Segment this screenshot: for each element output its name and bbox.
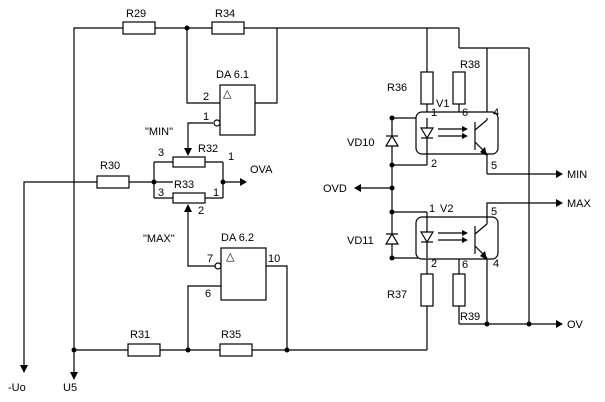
- pin-v2-5: 5: [491, 206, 497, 218]
- label-r36: R36: [387, 82, 407, 94]
- resistors: [96, 21, 466, 357]
- pin-da61-1: 1: [203, 111, 209, 123]
- label-r33: R33: [174, 179, 194, 191]
- component-labels: R29 R34 R30 R31 R35 R32 R33 R36 R37 R38 …: [100, 8, 480, 341]
- pin-r33-3: 3: [158, 187, 164, 199]
- resistor-r38: [452, 71, 466, 105]
- label-vd11: VD11: [347, 235, 374, 247]
- pin-v1-2: 2: [431, 158, 437, 170]
- label-r35: R35: [221, 329, 241, 341]
- label-r38: R38: [460, 59, 480, 71]
- signal-max-ctrl: "MAX": [143, 233, 175, 245]
- resistor-r32: [172, 156, 206, 168]
- label-r29: R29: [126, 8, 146, 20]
- label-v2: V2: [440, 203, 453, 215]
- min-arrow: [556, 170, 563, 178]
- pin-da62-10: 10: [268, 253, 280, 265]
- pin-v1-6: 6: [462, 107, 468, 119]
- u5-arrow: [70, 372, 78, 380]
- optocoupler-v1: [415, 111, 499, 165]
- label-r32: R32: [198, 143, 218, 155]
- resistor-r34: [211, 21, 245, 35]
- label-da62: DA 6.2: [221, 232, 254, 244]
- max-arrow: [556, 199, 563, 207]
- junctions: [71, 25, 532, 353]
- signal-min: MIN: [567, 169, 587, 181]
- pin-r33-2: 2: [198, 205, 204, 217]
- r32-wiper-arrow: [184, 148, 192, 156]
- pin-v2-6: 6: [462, 259, 468, 271]
- pin-r33-1: 1: [213, 187, 219, 199]
- resistor-r39: [452, 273, 466, 307]
- label-v1: V1: [436, 98, 449, 110]
- pin-r32-1: 1: [228, 151, 234, 163]
- label-r37: R37: [387, 289, 407, 301]
- pin-v2-1: 1: [429, 203, 435, 215]
- label-r31: R31: [130, 329, 150, 341]
- opamp-symbol-da62: △: [226, 251, 235, 263]
- resistor-r33: [172, 192, 206, 204]
- pin-v2-4: 4: [493, 258, 499, 270]
- diode-vd11: [384, 232, 400, 245]
- label-r39: R39: [460, 311, 480, 323]
- resistor-r29: [122, 21, 156, 35]
- resistor-r37: [420, 273, 434, 307]
- pin-v1-5: 5: [491, 160, 497, 172]
- pin-da62-7: 7: [207, 253, 213, 265]
- diode-vd10: [384, 134, 400, 147]
- pin-r32-3: 3: [158, 147, 164, 159]
- ov-arrow: [556, 320, 563, 328]
- pin-da61-2: 2: [203, 91, 209, 103]
- signal-ov: OV: [567, 319, 584, 331]
- signal-u5: U5: [63, 382, 77, 394]
- opamp-da62: [214, 247, 267, 301]
- pin-da62-6: 6: [205, 288, 211, 300]
- signal-ovd: OVD: [323, 183, 347, 195]
- ova-arrow: [240, 178, 247, 186]
- uo-arrow: [20, 365, 28, 373]
- resistor-r30: [96, 175, 130, 189]
- opamp-symbol-da61: △: [223, 88, 232, 100]
- optocoupler-v2: [415, 212, 499, 260]
- label-r34: R34: [215, 8, 235, 20]
- signal-min-ctrl: "MIN": [145, 126, 173, 138]
- pin-v2-2: 2: [431, 258, 437, 270]
- label-vd10: VD10: [347, 137, 375, 149]
- signal-labels: "MIN" "MAX" OVA OVD MIN MAX OV -Uo U5: [8, 126, 592, 394]
- resistor-r35: [219, 343, 253, 357]
- pin-v1-4: 4: [493, 107, 499, 119]
- opamp-da61: [213, 84, 256, 136]
- label-r30: R30: [100, 160, 120, 172]
- terminal-arrows: [20, 170, 563, 380]
- pin-numbers: 2 1 7 6 10 3 1 3 1 2 1 6 4 2 5 1 5 2 4 6: [158, 91, 499, 300]
- signal-ova: OVA: [250, 164, 273, 176]
- label-da61: DA 6.1: [216, 69, 249, 81]
- resistor-r31: [127, 343, 161, 357]
- resistor-r36: [420, 71, 434, 105]
- ovd-arrow: [354, 184, 361, 192]
- signal-max: MAX: [567, 198, 592, 210]
- signal-uo: -Uo: [8, 382, 26, 394]
- r33-wiper-arrow: [184, 204, 192, 212]
- pin-v1-1: 1: [431, 107, 437, 119]
- wires: [23, 27, 556, 372]
